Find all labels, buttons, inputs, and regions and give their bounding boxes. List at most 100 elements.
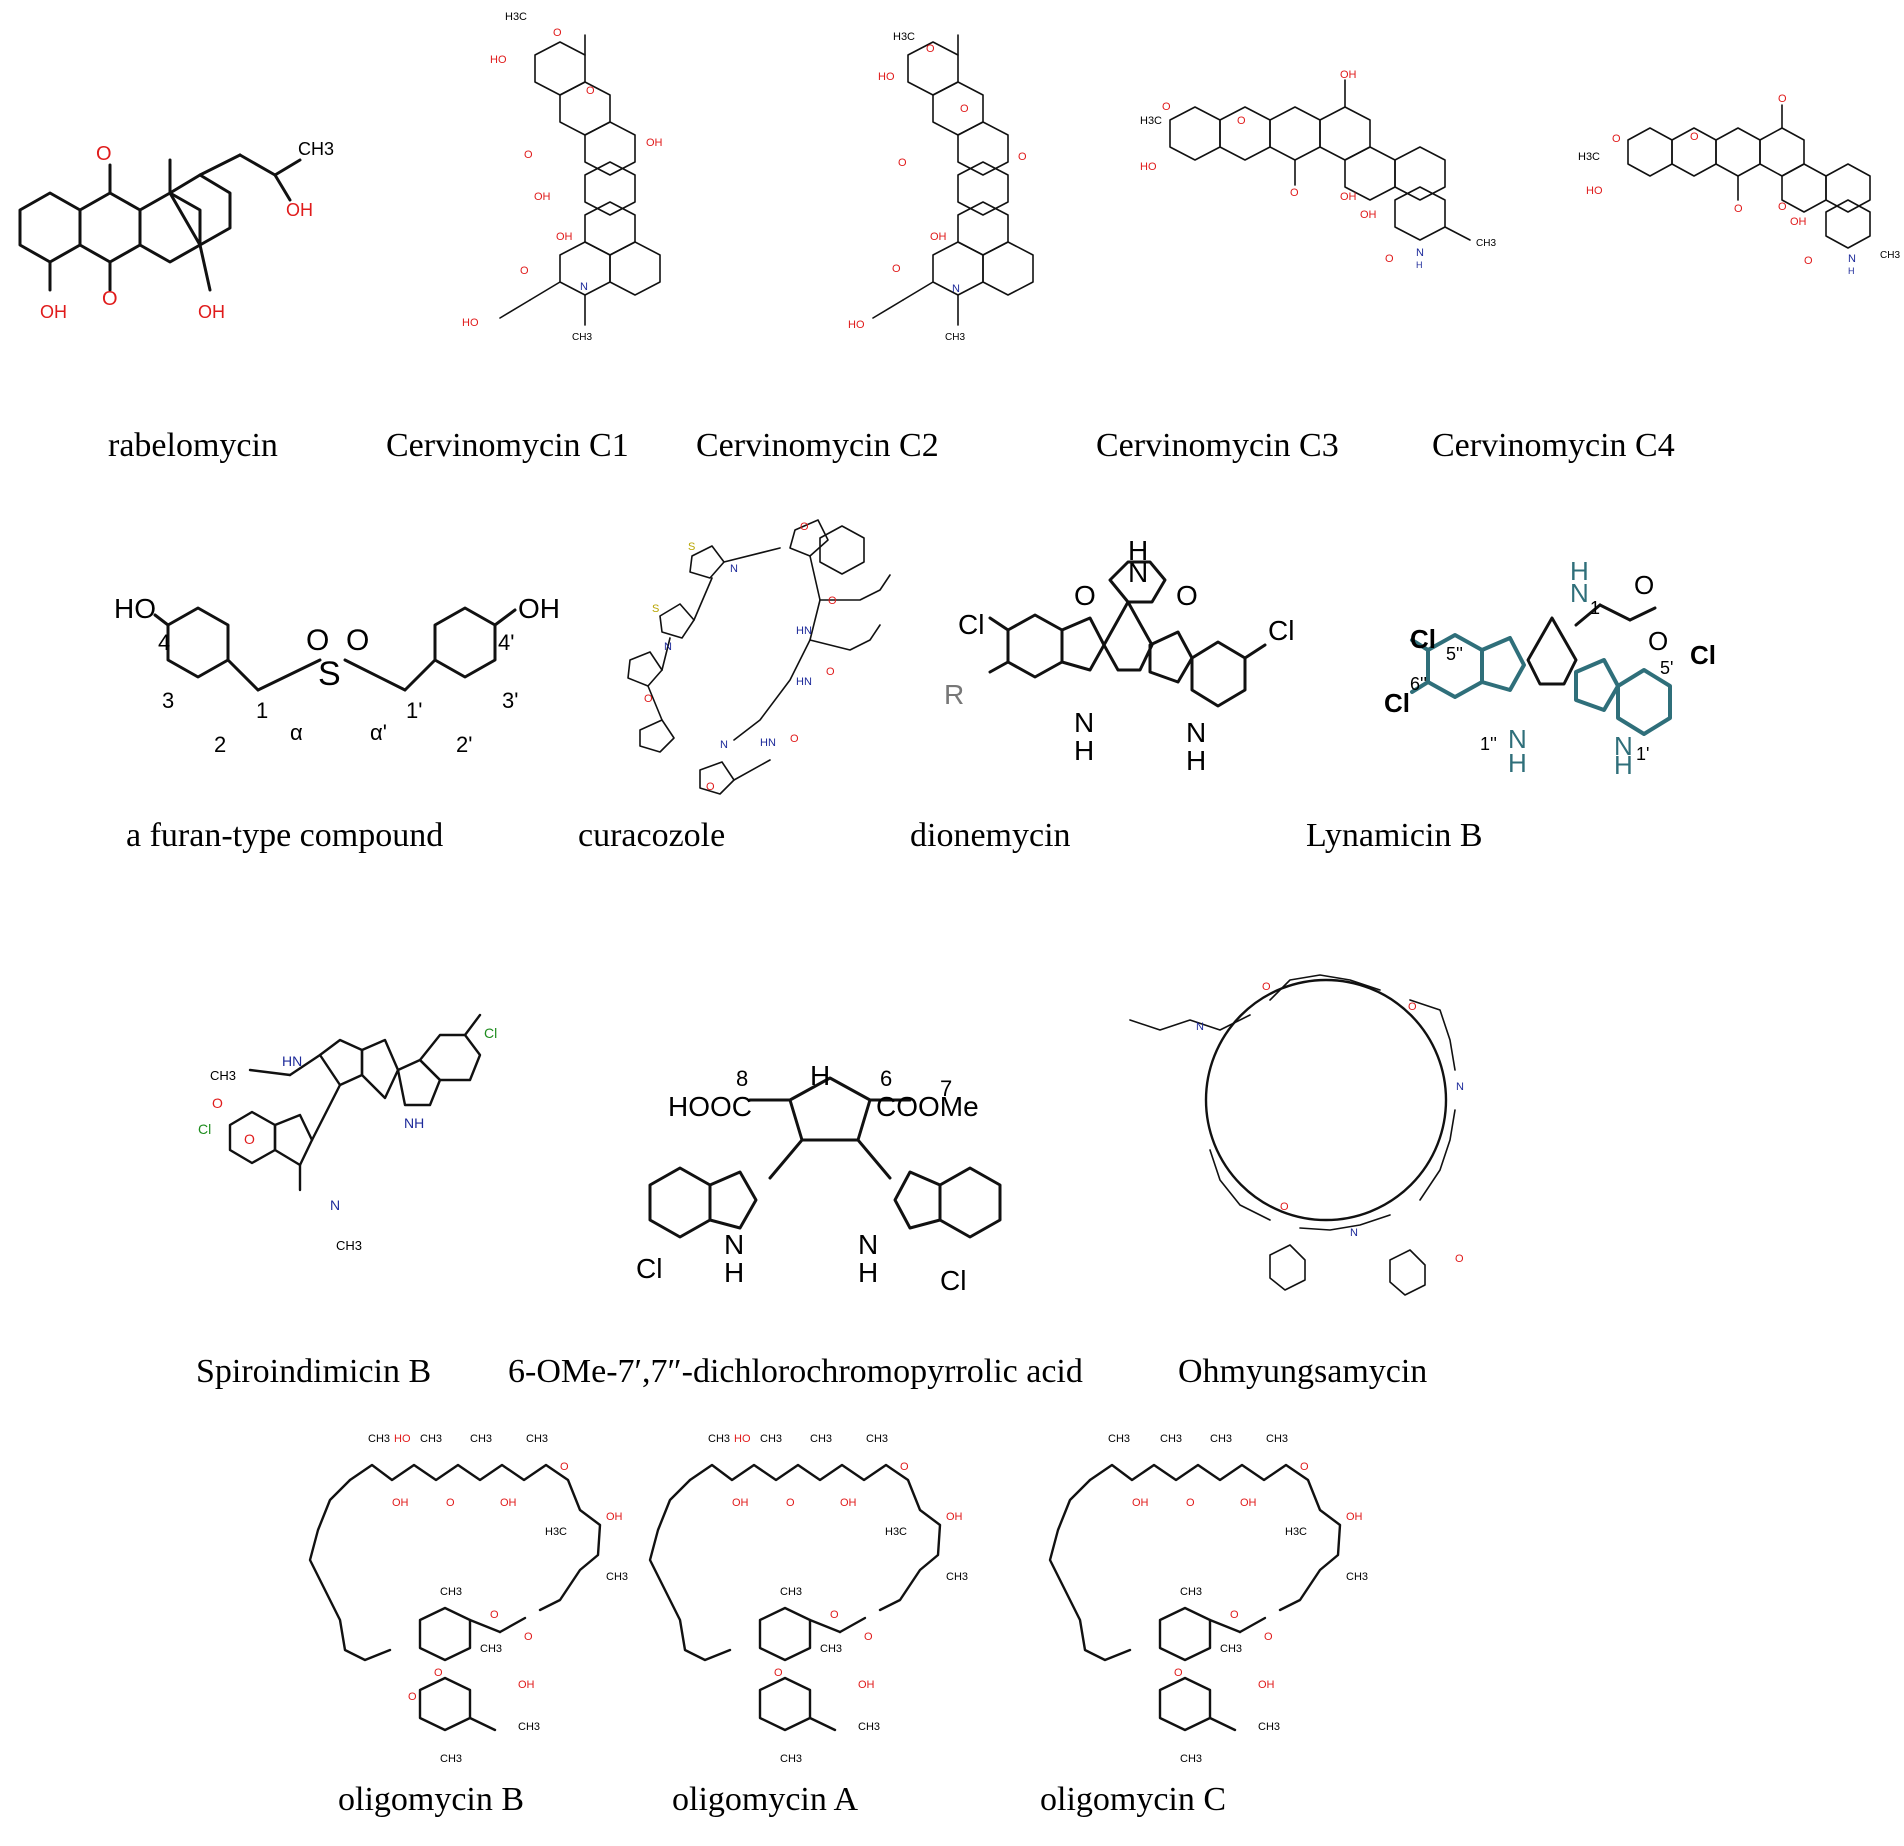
bond-line	[1048, 1478, 1132, 1662]
atom-label: H	[1186, 745, 1206, 776]
atom-label: O	[560, 1461, 569, 1473]
atom-label: 4	[158, 630, 170, 655]
atom-label: OH	[392, 1497, 409, 1509]
bond-line	[248, 1068, 292, 1077]
bond-line	[872, 299, 904, 319]
atom-label: O	[644, 693, 653, 705]
structure-lynamicin-b: Cl 5'' 6'' Cl 1'' N H N H 1 O O N H 1' 5…	[1384, 556, 1716, 780]
atom-label: OH	[858, 1679, 875, 1691]
atom-label: HO	[114, 593, 156, 624]
atom-label: O	[1778, 93, 1787, 105]
atom-label: O	[1634, 570, 1654, 600]
atom-label: OH	[518, 1679, 535, 1691]
atom-label: CH3	[368, 1433, 390, 1445]
atom-label: O	[586, 85, 595, 97]
atom-label: 8	[736, 1066, 748, 1091]
bond-line	[1781, 163, 1827, 213]
atom-label: O	[102, 288, 118, 310]
bond-line	[418, 1606, 472, 1662]
atom-label: CH3	[866, 1433, 888, 1445]
atom-label: O	[1408, 1001, 1417, 1013]
bond-line	[499, 299, 531, 319]
atom-label: H	[1508, 748, 1527, 778]
atom-label: Cl	[1268, 615, 1294, 646]
atom-label: OH	[500, 1497, 517, 1509]
atom-label: O	[960, 103, 969, 115]
atom-label: HO	[462, 317, 479, 329]
bond-line	[1209, 1149, 1271, 1221]
bond-line	[661, 637, 671, 671]
structure-ohmyungsamycin: O O O N N N O	[1129, 974, 1464, 1296]
atom-label: CH3	[1880, 250, 1900, 261]
atom-label: O	[1690, 131, 1699, 143]
atom-label: HN	[282, 1053, 302, 1069]
atom-label: O	[1018, 151, 1027, 163]
atom-label: CH3	[1266, 1433, 1288, 1445]
bond-line	[1158, 1676, 1212, 1732]
bond-line	[733, 759, 771, 781]
bond-line	[1410, 638, 1430, 652]
bond-line	[1715, 127, 1761, 177]
atom-label: CH3	[820, 1643, 842, 1655]
atom-label: O	[900, 1461, 909, 1473]
structure-rabelomycin: O CH3 OH O O OH OH	[18, 139, 334, 322]
atom-label: CH3	[518, 1721, 540, 1733]
atom-label: HO	[848, 319, 865, 331]
atom-label: O	[706, 781, 715, 793]
atom-label: CH3	[1346, 1571, 1368, 1583]
structure-oligomycin-c: CH3 CH3 CH3 CH3 OH O OH O H3C OH CH3 CH3…	[1048, 1433, 1368, 1765]
bond-line	[78, 191, 142, 264]
atom-label: H	[810, 1060, 830, 1091]
atom-label: 5''	[1446, 644, 1463, 664]
atom-label: OH	[556, 231, 573, 243]
bond-line	[1238, 1616, 1267, 1634]
bond-line	[1060, 616, 1106, 672]
atom-label: CH3	[780, 1586, 802, 1598]
atom-label: O	[786, 1497, 795, 1509]
bond-line	[648, 1478, 732, 1662]
atom-label: CH3	[440, 1753, 462, 1765]
bond-line	[932, 81, 984, 136]
atom-label: H	[1614, 750, 1633, 780]
bond-line	[1269, 1244, 1306, 1291]
bond-line	[609, 241, 661, 296]
atom-label: CH3	[210, 1068, 236, 1083]
atom-label: O	[892, 263, 901, 275]
atom-label: NH	[404, 1115, 424, 1131]
atom-label: Cl	[958, 609, 984, 640]
bond-line	[1444, 226, 1471, 241]
atom-label: O	[1074, 580, 1096, 611]
bond-line	[288, 1053, 322, 1077]
atom-label: N	[858, 1229, 878, 1260]
atom-label: CH3	[480, 1643, 502, 1655]
atom-label: HO	[490, 54, 507, 66]
atom-label: O	[1734, 203, 1743, 215]
atom-label: H	[1074, 735, 1094, 766]
atom-label: OH	[1258, 1679, 1275, 1691]
label-cervinomycin-c4: Cervinomycin C4	[1432, 427, 1675, 464]
bond-line	[463, 1013, 482, 1037]
atom-label: H	[1848, 266, 1855, 276]
label-chromopyrrolic-acid: 6-OMe-7′,7″-dichlorochromopyrrolic acid	[508, 1353, 1083, 1390]
atom-label: H3C	[1140, 115, 1162, 127]
atom-label: N	[1848, 253, 1856, 265]
atom-label: H3C	[545, 1526, 567, 1538]
bond-line	[733, 555, 821, 741]
atom-label: O	[1455, 1253, 1464, 1265]
bond-line	[688, 1463, 942, 1612]
bond-line	[1480, 636, 1526, 692]
atom-label: CH3	[1220, 1643, 1242, 1655]
bond-line	[1299, 1214, 1391, 1231]
atom-label: Cl	[636, 1253, 662, 1284]
bond-line	[1102, 600, 1154, 672]
atom-label: O	[830, 1609, 839, 1621]
bond-line	[1389, 1249, 1426, 1296]
bond-line	[627, 651, 663, 687]
atom-label: HN	[760, 737, 776, 749]
atom-label: OH	[1340, 191, 1357, 203]
label-cervinomycin-c3: Cervinomycin C3	[1096, 427, 1339, 464]
atom-label: S	[318, 655, 341, 693]
bond-line	[1627, 127, 1673, 177]
atom-label: CH3	[526, 1433, 548, 1445]
atom-label: O	[828, 595, 837, 607]
